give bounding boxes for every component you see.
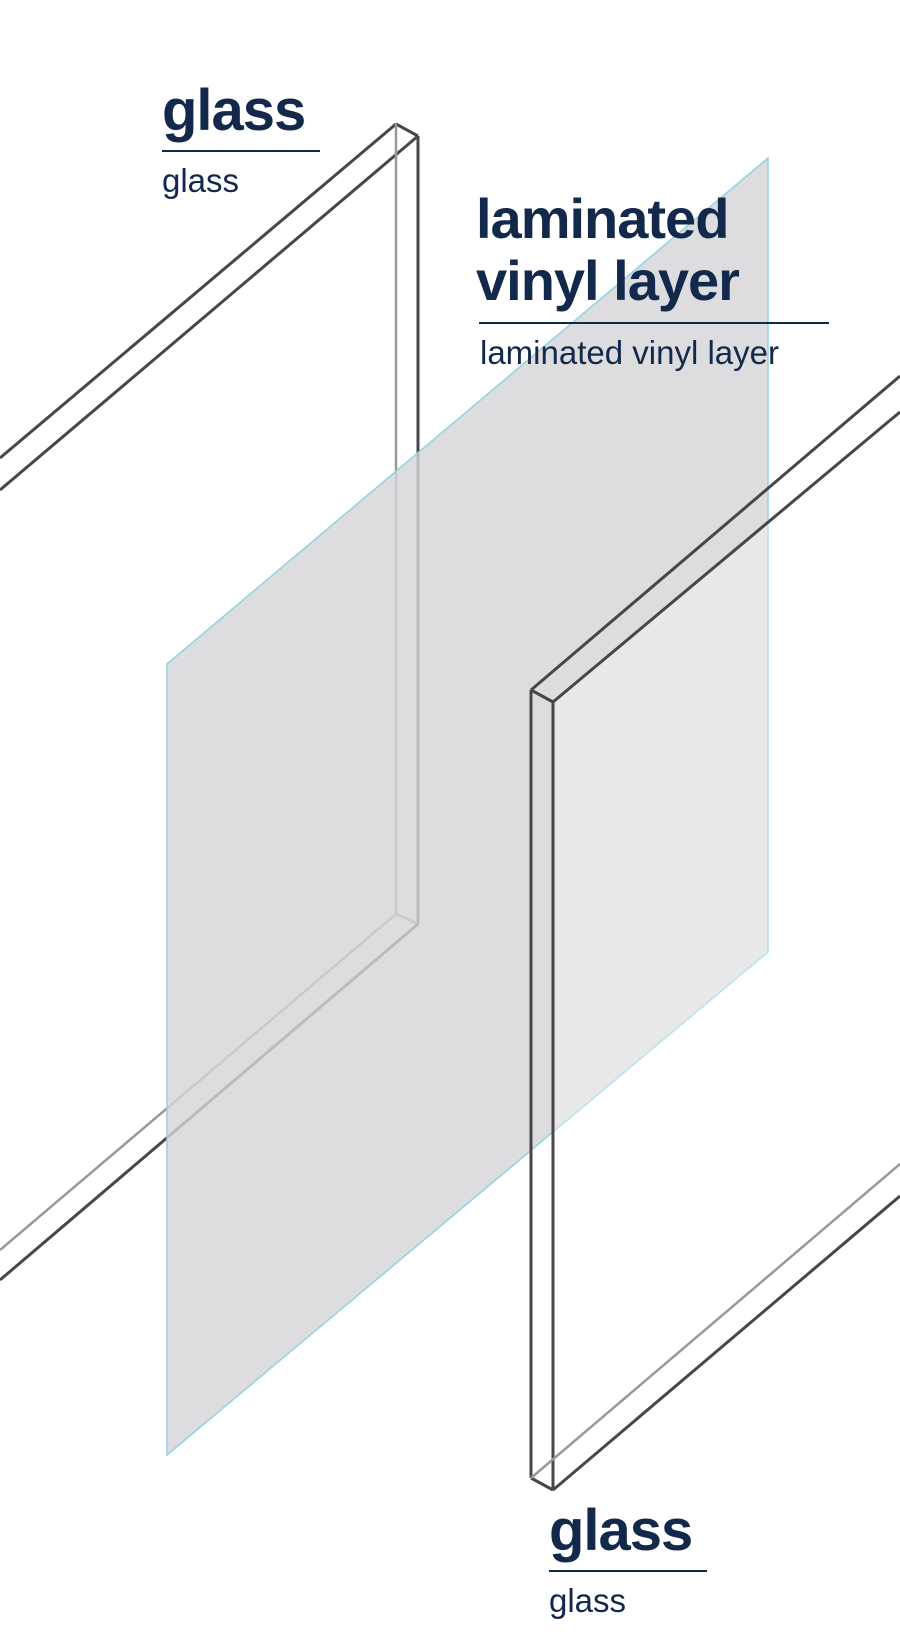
label-divider xyxy=(549,1570,707,1572)
label-glass-top: glass glass xyxy=(162,82,320,197)
label-glass-bottom-title: glass xyxy=(549,1498,693,1563)
label-divider xyxy=(479,322,829,324)
vinyl-layer xyxy=(166,156,769,1457)
label-vinyl-title-line1: laminated xyxy=(476,187,729,250)
glass-pane-front xyxy=(529,374,900,1492)
label-vinyl-title-line2: vinyl layer xyxy=(476,249,740,312)
label-glass-bottom-subtitle: glass xyxy=(549,1582,627,1619)
label-vinyl-layer: laminated vinyl layer laminated vinyl la… xyxy=(476,188,829,369)
label-glass-top-subtitle: glass xyxy=(162,162,240,199)
label-glass-top-title: glass xyxy=(162,78,306,143)
label-glass-bottom: glass glass xyxy=(549,1502,707,1617)
label-divider xyxy=(162,150,320,152)
label-vinyl-subtitle: laminated vinyl layer xyxy=(480,334,779,371)
